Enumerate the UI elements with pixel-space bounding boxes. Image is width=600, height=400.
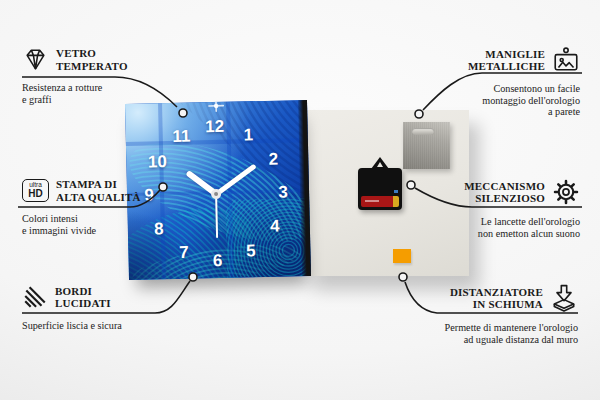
foam-spacer xyxy=(393,249,411,263)
diamond-icon xyxy=(22,48,49,71)
metal-hanger-plate xyxy=(403,122,450,169)
callout-meccanismo-silenzioso: MECCANISMO SILENZIOSO Le lancette dell'o… xyxy=(410,178,580,239)
callout-title: STAMPA DI ALTA QUALITÀ xyxy=(56,178,141,203)
callout-stampa-alta-qualita: ultra HD STAMPA DI ALTA QUALITÀ Colori i… xyxy=(22,178,162,236)
callout-subtitle: Consentono un facile montaggio dell'orol… xyxy=(420,83,580,118)
callout-subtitle: Le lancette dell'orologio non emetton al… xyxy=(410,216,580,239)
callout-maniglie-metalliche: MANIGLIE METALLICHE Consentono un facile… xyxy=(420,47,580,118)
battery xyxy=(361,196,399,207)
clock-mechanism xyxy=(358,168,402,210)
picture-frame-icon xyxy=(552,47,580,73)
gear-icon xyxy=(552,178,580,206)
mechanism-hanger-loop xyxy=(371,157,389,169)
callout-title: VETRO TEMPERATO xyxy=(56,47,128,72)
callout-subtitle: Resistenza a rotture e graffi xyxy=(22,82,162,105)
mechanism-label-dot xyxy=(394,190,398,193)
callout-title: MECCANISMO SILENZIOSO xyxy=(464,180,545,205)
callout-subtitle: Colori intensi e immagini vivide xyxy=(22,213,162,236)
ultra-hd-icon: ultra HD xyxy=(22,179,49,202)
foam-spacer-icon xyxy=(550,284,578,312)
callout-vetro-temperato: VETRO TEMPERATO Resistenza a rotture e g… xyxy=(22,47,162,105)
callout-title: MANIGLIE METALLICHE xyxy=(468,48,545,73)
hanger-slot xyxy=(412,128,434,135)
callout-title: BORDI LUCIDATI xyxy=(55,285,111,310)
callout-subtitle: Permette di mantenere l'orologio ad ugua… xyxy=(398,322,578,345)
callout-distanziatore-in-schiuma: DISTANZIATORE IN SCHIUMA Permette di man… xyxy=(398,284,578,345)
callout-subtitle: Superficie liscia e sicura xyxy=(22,320,172,332)
polished-edges-icon xyxy=(22,284,48,310)
callout-bordi-lucidati: BORDI LUCIDATI Superficie liscia e sicur… xyxy=(22,284,172,332)
callout-title: DISTANZIATORE IN SCHIUMA xyxy=(450,286,543,311)
